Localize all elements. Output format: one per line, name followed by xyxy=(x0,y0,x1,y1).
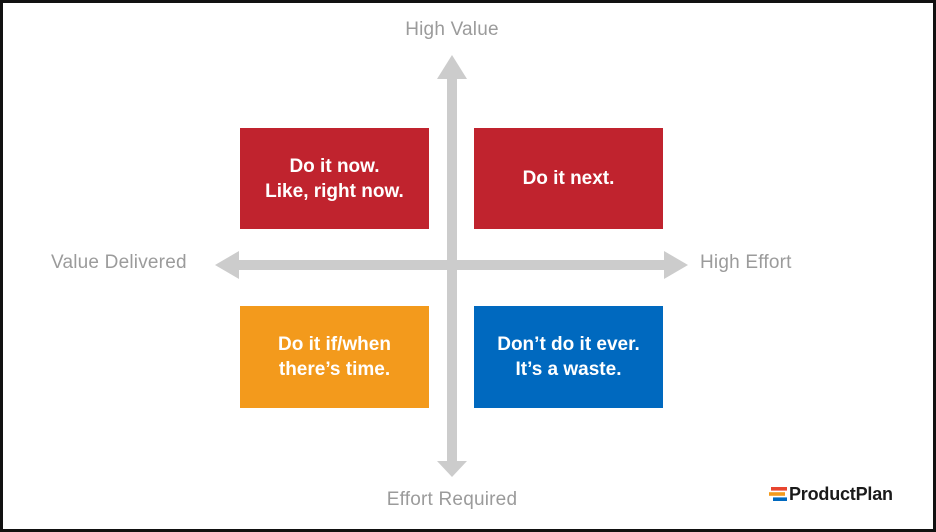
quadrant-text-line: Like, right now. xyxy=(265,180,404,202)
quadrant-text-line: Do it next. xyxy=(522,168,615,189)
arrow-right-icon xyxy=(664,251,688,279)
quadrant-do-it-next: Do it next. xyxy=(474,128,663,229)
productplan-logo-text: ProductPlan xyxy=(789,483,893,504)
quadrant-do-it-now: Do it now. Like, right now. xyxy=(240,128,429,229)
axis-label-high-effort: High Effort xyxy=(700,252,792,273)
quadrant-text-line: there’s time. xyxy=(278,359,391,380)
arrow-left-icon xyxy=(215,251,239,279)
horizontal-axis-line xyxy=(239,260,665,270)
quadrant-text-line: Do it if/when xyxy=(278,334,391,355)
productplan-logo: ProductPlan xyxy=(769,483,893,505)
productplan-logo-icon xyxy=(769,487,787,501)
quadrant-do-it-if-time: Do it if/when there’s time. xyxy=(240,306,429,408)
arrow-down-icon xyxy=(437,461,467,477)
axis-label-effort-required: Effort Required xyxy=(386,489,518,510)
axes xyxy=(215,55,688,477)
axis-label-high-value: High Value xyxy=(405,19,499,40)
arrow-up-icon xyxy=(437,55,467,79)
quadrant-dont-do-it: Don’t do it ever. It’s a waste. xyxy=(474,306,663,408)
quadrant-text-line: It’s a waste. xyxy=(515,359,622,380)
quadrant-text-line: Don’t do it ever. xyxy=(497,334,640,355)
quadrant-text-line: Do it now. xyxy=(289,155,380,177)
axis-label-value-delivered: Value Delivered xyxy=(51,252,187,273)
